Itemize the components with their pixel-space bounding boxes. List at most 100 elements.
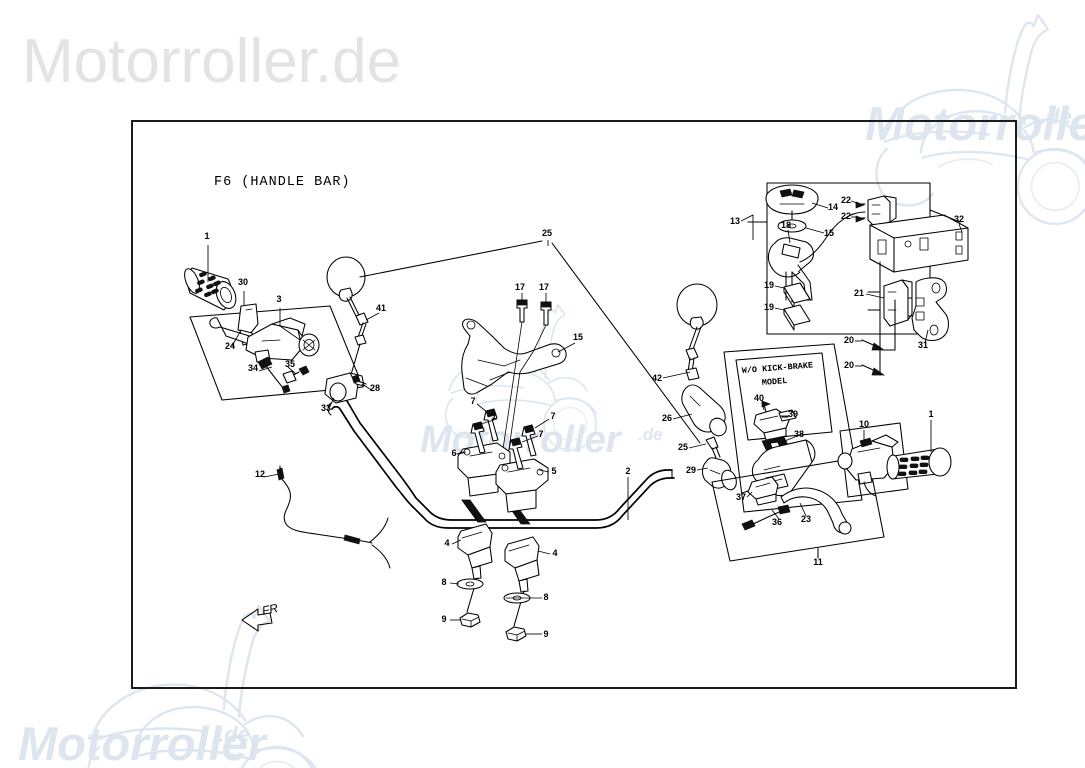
callout-19-lower: 19 [764, 302, 774, 312]
bolts-part-7 [470, 408, 537, 470]
callout-32: 32 [954, 214, 964, 224]
nut-part-9-right [505, 626, 527, 642]
washer-part-8-left [456, 578, 484, 590]
horn-part-14 [765, 184, 819, 223]
callout-4-left: 4 [444, 538, 449, 548]
right-mirror-mount-part-26 [681, 384, 727, 437]
callout-40: 40 [754, 393, 764, 403]
part-36-wire [741, 504, 791, 531]
watermark-center-suffix: .de [638, 425, 663, 444]
callout-1-right: 1 [928, 409, 933, 419]
callout-24: 24 [225, 341, 235, 351]
callout-14: 14 [828, 202, 838, 212]
callout-30: 30 [238, 277, 248, 287]
callout-9-right: 9 [543, 629, 548, 639]
callout-37: 37 [736, 492, 746, 502]
watermark-top-left: Motorroller.de [22, 27, 401, 96]
callout-22-lower: 22 [841, 211, 851, 221]
callout-10: 10 [859, 419, 869, 429]
callout-3: 3 [276, 294, 281, 304]
watermark-bottom-left-suffix: .de [218, 722, 250, 747]
callout-1: 1 [204, 231, 209, 241]
callout-7-d: 7 [538, 429, 543, 439]
left-switch-plate-part-3 [189, 305, 364, 401]
kick-brake-inset-box [723, 343, 863, 513]
callout-21: 21 [854, 288, 864, 298]
callout-29: 29 [686, 465, 696, 475]
callout-11: 11 [813, 557, 823, 567]
outline-part-25 [359, 240, 701, 444]
bolt-part-25-right [705, 436, 721, 459]
center-hook-bracket-part-15 [461, 318, 567, 395]
page-title: F6 (HANDLE BAR) [214, 175, 351, 190]
callout-25: 25 [542, 228, 552, 238]
bracket-part-29 [701, 457, 737, 491]
callout-36: 36 [772, 517, 782, 527]
callout-12: 12 [255, 469, 265, 479]
callout-8-left: 8 [441, 577, 446, 587]
lead-20-to-21 [883, 299, 896, 351]
wire-part-34 [257, 356, 291, 394]
callout-2: 2 [625, 466, 630, 476]
watermark-center: Motorroller [420, 419, 623, 461]
rail-part-19-lower [783, 304, 811, 331]
callout-41: 41 [376, 303, 386, 313]
callout-42: 42 [652, 373, 662, 383]
right-mirror-part-42 [676, 283, 718, 381]
body-part-18 [767, 237, 815, 303]
washer-part-15-top [777, 219, 807, 233]
callout-31: 31 [918, 340, 928, 350]
diagram-frame [131, 120, 1017, 689]
callout-15: 15 [573, 332, 583, 342]
scooter-watermark-bottom-left [87, 604, 317, 768]
right-grip-part-1 [886, 447, 952, 480]
callout-23: 23 [801, 514, 811, 524]
kick-brake-note-line1: W/O KICK-BRAKE [741, 360, 813, 376]
callout-34: 34 [248, 363, 258, 373]
callout-22-upper: 22 [841, 195, 851, 205]
clamp-part-4-left [457, 523, 493, 613]
callout-18: 18 [781, 220, 791, 230]
callout-7-b: 7 [491, 412, 496, 422]
callout-numbers: 1 30 3 24 34 35 41 33 28 12 25 17 17 15 … [204, 195, 964, 639]
screw-part-35 [282, 365, 310, 384]
callout-8-right: 8 [543, 592, 548, 602]
rail-part-19-upper [783, 282, 811, 309]
kick-brake-note-line2: MODEL [761, 376, 787, 388]
callout-39: 39 [788, 409, 798, 419]
arrow-part-20-upper [861, 339, 886, 351]
bracket-part-21 [867, 279, 913, 327]
holder-upper-part-5 [495, 458, 549, 513]
callout-13: 13 [730, 216, 740, 226]
cable-part-12 [276, 465, 391, 569]
box-part-32 [869, 182, 969, 273]
callout-20-upper: 20 [844, 335, 854, 345]
callout-15-top: 15 [824, 228, 834, 238]
plate-part-31 [907, 277, 950, 342]
watermark-top-right: Motorroller [865, 97, 1085, 150]
callout-5: 5 [551, 466, 556, 476]
nut-part-9-left [459, 612, 481, 628]
clamp-part-4-right [504, 536, 540, 627]
callout-9-left: 9 [441, 614, 446, 624]
fr-label: FR [261, 601, 280, 618]
bolt-part-17-left [502, 299, 528, 450]
callout-20-lower: 20 [844, 360, 854, 370]
watermark-top-right-suffix: .de [1040, 104, 1072, 129]
callout-28: 28 [370, 383, 380, 393]
callout-19-upper: 19 [764, 280, 774, 290]
left-grip-part-1 [184, 267, 237, 311]
callout-35: 35 [285, 359, 295, 369]
callout-26: 26 [662, 413, 672, 423]
watermark-bottom-left: Motorroller [18, 717, 269, 768]
arrow-part-20-lower [861, 364, 886, 376]
callout-7-c: 7 [550, 411, 555, 421]
callout-7-a: 7 [470, 396, 475, 406]
callout-17-right: 17 [539, 282, 549, 292]
callout-25-right: 25 [678, 442, 688, 452]
part-39-lever [778, 409, 797, 422]
fr-direction-arrow [241, 608, 273, 632]
right-switch-part-10 [837, 422, 909, 498]
leader-lines [207, 200, 963, 635]
